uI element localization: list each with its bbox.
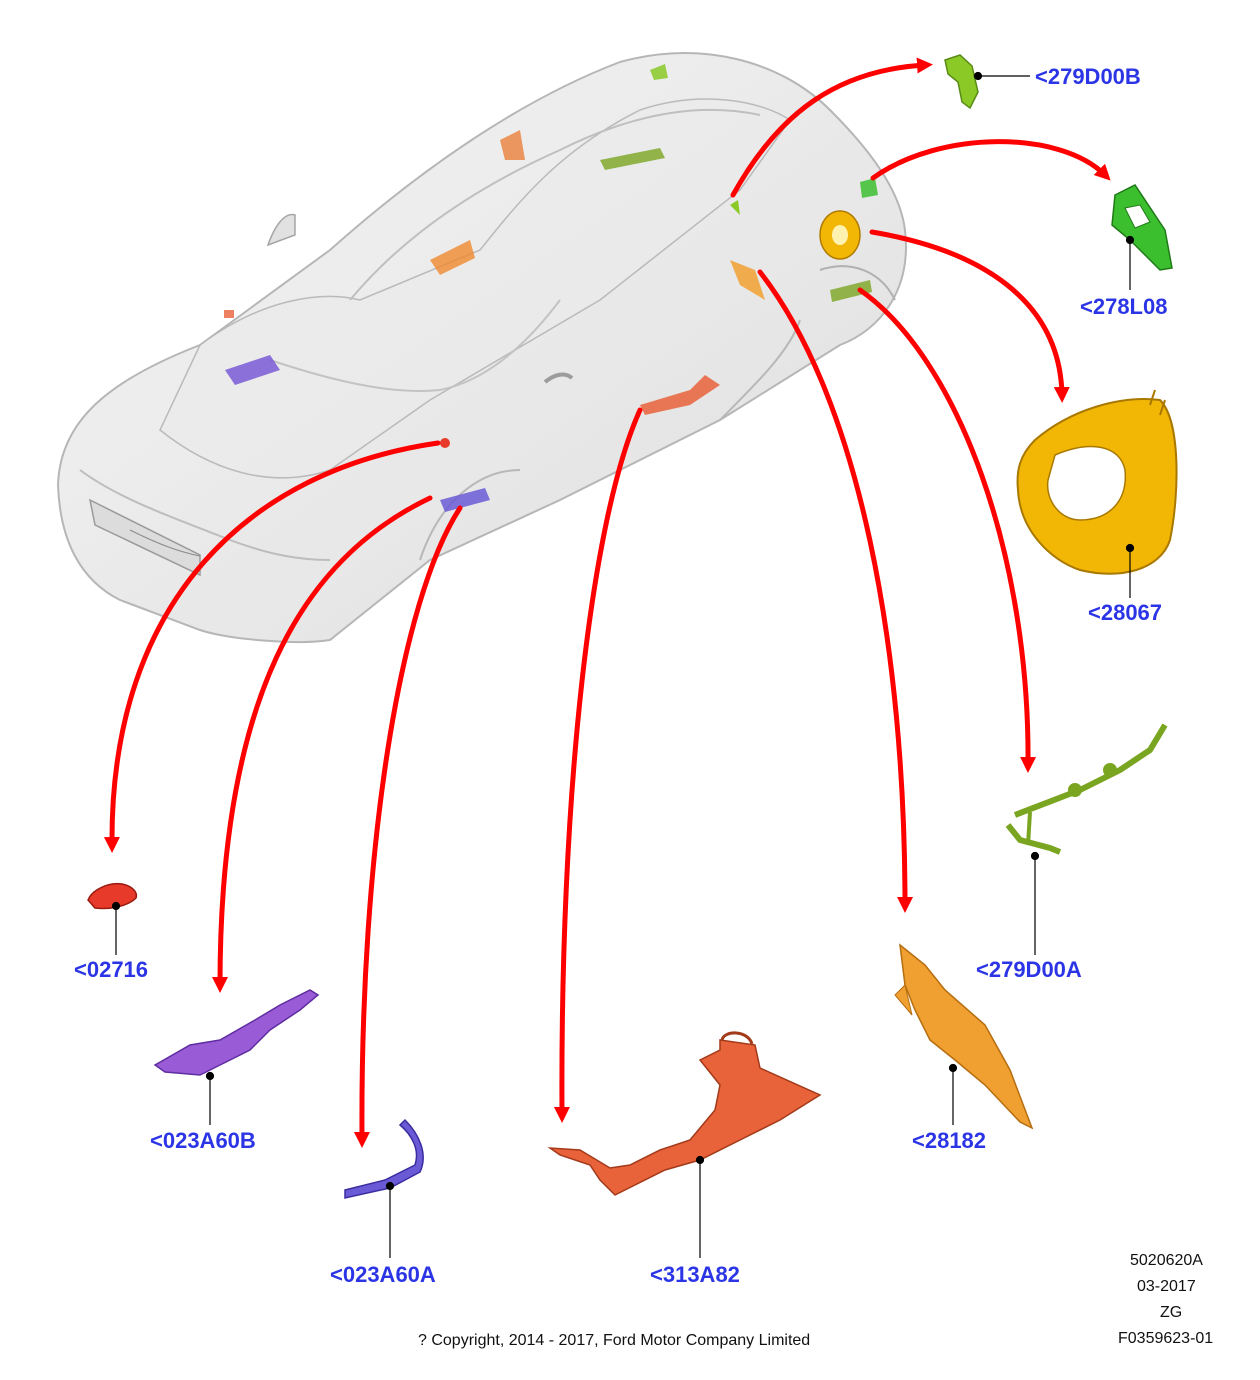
arrow-28067: [869, 229, 1070, 403]
arrow-279D00B: [730, 57, 933, 198]
figure-initials: ZG: [1160, 1304, 1183, 1321]
copyright-notice: ? Copyright, 2014 - 2017, Ford Motor Com…: [418, 1332, 811, 1349]
arrow-023A60A: [353, 505, 463, 1148]
figure-date: 03-2017: [1137, 1278, 1196, 1295]
label-279D00B[interactable]: <279D00B: [1035, 64, 1141, 89]
label-279D00A[interactable]: <279D00A: [976, 957, 1082, 982]
car-body-illustration: [56, 52, 907, 643]
part-labels: <279D00B <278L08 <28067 <279D00A <28182 …: [74, 64, 1167, 1287]
part-28067-shape[interactable]: [1016, 389, 1178, 575]
part-279D00B-shape[interactable]: [944, 54, 979, 110]
arrow-278L08: [870, 139, 1111, 181]
label-02716[interactable]: <02716: [74, 957, 148, 982]
figure-id: F0359623-01: [1118, 1330, 1214, 1347]
arrow-02716: [103, 440, 441, 853]
label-28182[interactable]: <28182: [912, 1128, 986, 1153]
label-28067[interactable]: <28067: [1088, 600, 1162, 625]
figure-code: 5020620A: [1130, 1252, 1203, 1269]
arrow-279D00A: [857, 287, 1037, 773]
leader-lines: [111, 71, 1135, 1258]
part-28182-shape[interactable]: [894, 943, 1034, 1130]
label-023A60A[interactable]: <023A60A: [330, 1262, 436, 1287]
callout-arrows: [103, 57, 1111, 1148]
label-023A60B[interactable]: <023A60B: [150, 1128, 256, 1153]
label-313A82[interactable]: <313A82: [650, 1262, 740, 1287]
arrow-023A60B: [212, 495, 433, 993]
arrow-28182: [757, 269, 913, 913]
part-313A82-shape[interactable]: [547, 1031, 822, 1196]
arrow-313A82: [553, 407, 643, 1123]
part-278L08-shape[interactable]: [1111, 184, 1173, 271]
part-023A60A-shape[interactable]: [344, 1118, 424, 1199]
part-023A60B-shape[interactable]: [153, 989, 320, 1076]
label-278L08[interactable]: <278L08: [1080, 294, 1167, 319]
part-279D00A-shape[interactable]: [1005, 723, 1168, 855]
